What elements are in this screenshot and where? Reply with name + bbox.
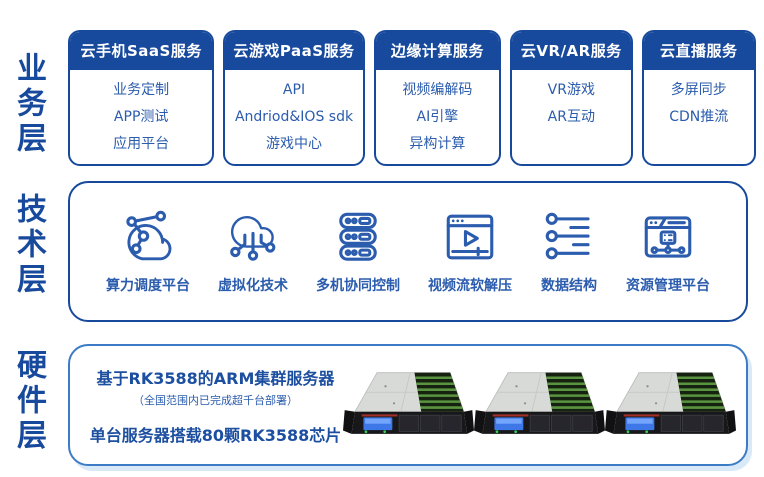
card-item: 业务定制	[113, 82, 170, 98]
tech-item-multi-machine-control: 多机协同控制	[316, 208, 400, 295]
tech-item-label: 资源管理平台	[626, 278, 710, 294]
video-player-window-icon	[446, 214, 494, 260]
card-item: 应用平台	[113, 136, 170, 152]
card-title: 云VR/AR服务	[512, 32, 631, 70]
technology-layer-label: 技术层	[11, 193, 46, 298]
card-item: 视频编解码	[402, 82, 473, 98]
card-item: Andriod&IOS sdk	[234, 109, 354, 125]
card-title: 云直播服务	[643, 32, 754, 70]
cloud-network-icon	[126, 210, 172, 261]
service-card-cloud-game-paas: 云游戏PaaS服务 API Andriod&IOS sdk 游戏中心	[223, 30, 365, 166]
card-item: 异构计算	[409, 136, 466, 152]
card-item: 游戏中心	[266, 136, 322, 152]
window-server-network-icon	[644, 216, 692, 258]
card-body: 多屏同步 CDN推流	[644, 70, 754, 164]
hardware-line2: 单台服务器搭载80颗RK3588芯片	[89, 425, 342, 445]
tech-item-data-structure: 数据结构	[540, 208, 598, 295]
card-title: 边缘计算服务	[375, 32, 500, 70]
card-item: API	[282, 82, 306, 98]
tech-item-label: 虚拟化技术	[218, 278, 288, 294]
service-card-cloud-vr-ar: 云VR/AR服务 VR游戏 AR互动	[510, 30, 633, 166]
card-body: VR游戏 AR互动	[512, 70, 630, 164]
card-body: API Andriod&IOS sdk 游戏中心	[225, 70, 362, 164]
technology-layer-box: 算力调度平台 虚拟化技术	[68, 181, 748, 322]
card-title: 云游戏PaaS服务	[225, 32, 363, 70]
card-title: 云手机SaaS服务	[70, 32, 213, 70]
hardware-layer-box: 基于RK3588的ARM集群服务器 （全国范围内已完成超千台部署） 单台服务器搭…	[68, 344, 748, 466]
tech-item-compute-scheduling: 算力调度平台	[106, 208, 190, 295]
rack-server-images	[343, 364, 736, 446]
card-item: AR互动	[547, 109, 595, 125]
server-stack-icon	[339, 212, 377, 261]
business-layer-row: 云手机SaaS服务 业务定制 APP测试 应用平台 云游戏PaaS服务 API …	[68, 30, 756, 166]
service-card-cloud-live: 云直播服务 多屏同步 CDN推流	[641, 30, 756, 166]
rack-server-image	[605, 364, 736, 446]
cloud-branches-icon	[230, 215, 276, 261]
hardware-layer-label: 硬件层	[11, 349, 46, 454]
card-item: CDN推流	[669, 109, 729, 125]
rack-server-image	[343, 364, 474, 446]
card-item: AI引擎	[416, 109, 459, 125]
card-body: 视频编解码 AI引擎 异构计算	[376, 70, 499, 164]
card-item: 多屏同步	[670, 82, 727, 98]
tech-item-label: 多机协同控制	[316, 278, 400, 294]
service-card-cloud-phone-saas: 云手机SaaS服务 业务定制 APP测试 应用平台	[68, 30, 215, 166]
card-body: 业务定制 APP测试 应用平台	[70, 70, 212, 164]
tech-item-label: 数据结构	[541, 278, 597, 294]
tech-item-label: 算力调度平台	[106, 278, 190, 294]
tech-item-resource-management: 资源管理平台	[626, 208, 710, 295]
sliders-list-icon	[545, 212, 590, 260]
hardware-line1: 基于RK3588的ARM集群服务器	[96, 368, 335, 388]
hardware-deployment-note: （全国范围内已完成超千台部署）	[133, 393, 298, 407]
service-card-edge-computing: 边缘计算服务 视频编解码 AI引擎 异构计算	[373, 30, 502, 166]
card-item: APP测试	[113, 109, 169, 125]
tech-item-video-decompress: 视频流软解压	[428, 208, 512, 295]
card-item: VR游戏	[547, 82, 595, 98]
business-layer-label: 业务层	[11, 52, 46, 157]
tech-item-virtualization: 虚拟化技术	[218, 208, 288, 295]
tech-item-label: 视频流软解压	[428, 278, 512, 294]
hardware-text-block: 基于RK3588的ARM集群服务器 （全国范围内已完成超千台部署） 单台服务器搭…	[88, 365, 343, 446]
